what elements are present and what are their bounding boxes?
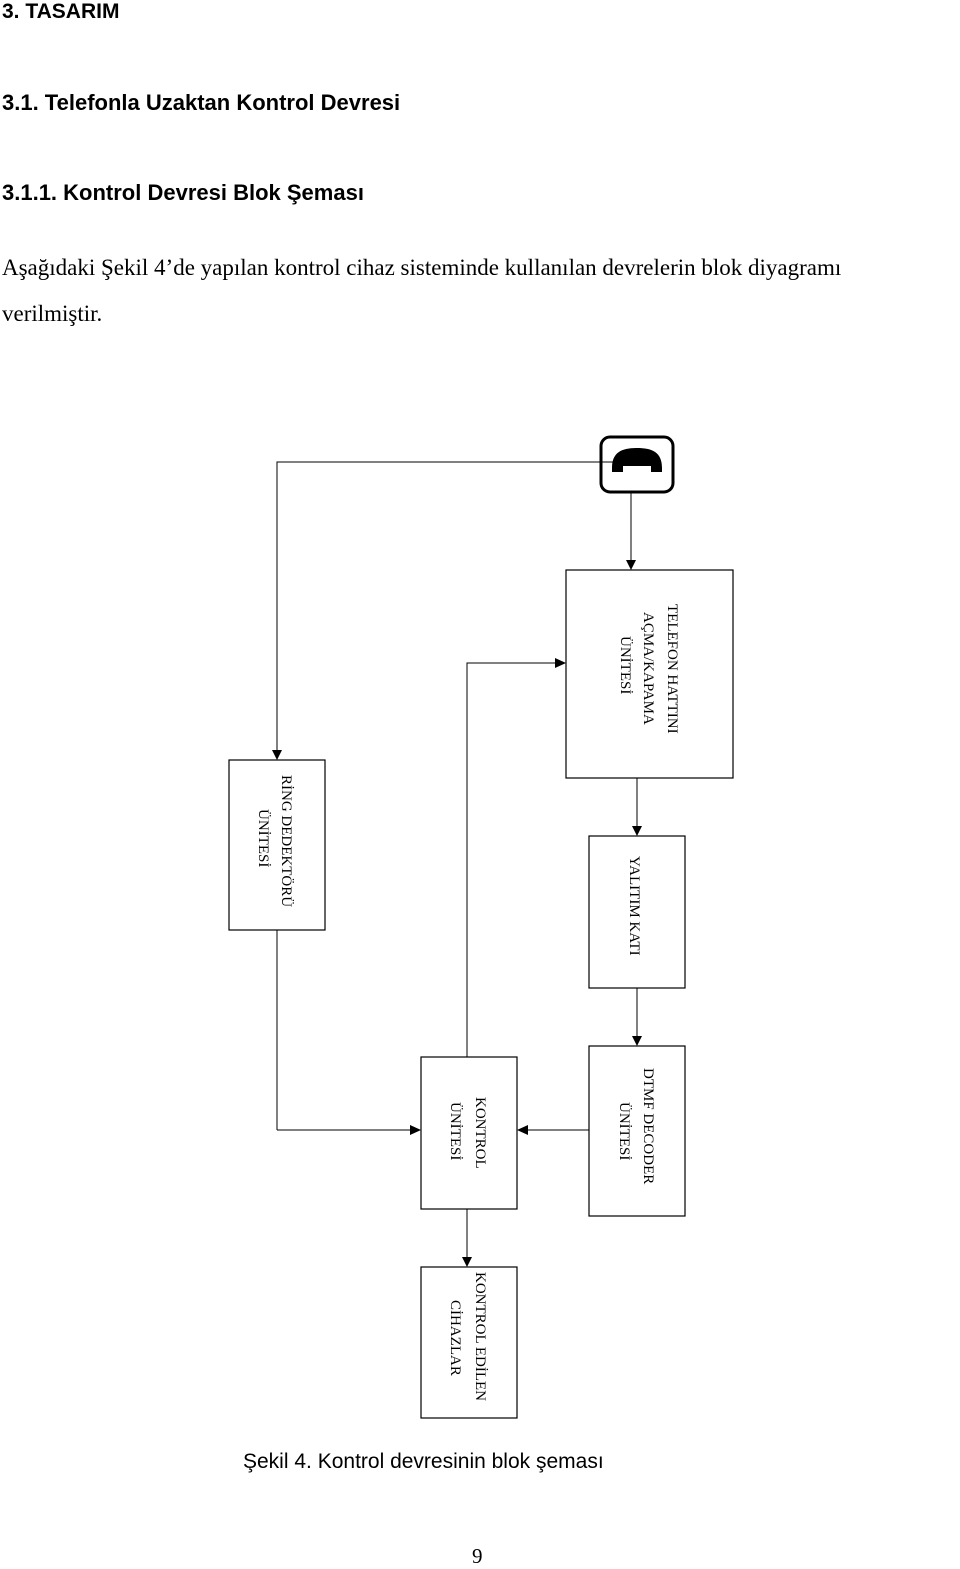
wire-kontrol-to-telefon (466, 662, 556, 1057)
ring-label-1: RİNG DEDEKTÖRÜ (278, 775, 295, 907)
ring-label-2: ÜNİTESİ (255, 809, 272, 867)
arrow-into-yalitim (632, 826, 642, 836)
telefon-label-1: TELEFON HATTINI (664, 604, 680, 734)
section-title: 3.1. Telefonla Uzaktan Kontrol Devresi (2, 90, 401, 115)
dtmf-label-2: ÜNİTESİ (616, 1102, 633, 1160)
block-ring-dedektoru: RİNG DEDEKTÖRÜ ÜNİTESİ (228, 759, 326, 931)
block-telefon-hatti: TELEFON HATTINI AÇMA/KAPAMA ÜNİTESİ (565, 569, 734, 779)
wire-loop-to-ring (276, 461, 637, 752)
block-yalitim-kati: YALITIM KATI (588, 835, 686, 989)
block-dtmf-decoder: DTMF DECODER ÜNİTESİ (588, 1045, 686, 1217)
arrow-into-dtmf (632, 1036, 642, 1046)
dtmf-label-1: DTMF DECODER (640, 1068, 656, 1184)
arrow-into-kontrol-from-dtmf (517, 1125, 528, 1135)
arrow-into-ring (272, 750, 282, 760)
block-kontrol-unitesi: KONTROL ÜNİTESİ (420, 1056, 518, 1210)
arrow-into-telefon-from-kontrol (555, 658, 566, 668)
cihazlar-label-1: KONTROL EDİLEN (472, 1272, 488, 1401)
subsection-title: 3.1.1. Kontrol Devresi Blok Şeması (2, 180, 364, 205)
cihazlar-label-2: CİHAZLAR (447, 1300, 463, 1376)
telephone-handset-icon (599, 435, 675, 494)
page-heading: 3. TASARIM (2, 0, 120, 23)
figure-caption: Şekil 4. Kontrol devresinin blok şeması (243, 1450, 604, 1473)
page-number: 9 (472, 1544, 483, 1568)
telefon-label-3: ÜNİTESİ (617, 636, 634, 694)
arrow-into-cihazlar (462, 1257, 472, 1267)
paragraph-line-2: verilmiştir. (2, 301, 103, 326)
arrow-into-telefon (626, 560, 636, 570)
arrow-into-kontrol (410, 1125, 421, 1135)
kontrol-label-1: KONTROL (472, 1097, 488, 1169)
yalitim-label-1: YALITIM KATI (626, 856, 642, 956)
paragraph-line-1: Aşağıdaki Şekil 4’de yapılan kontrol cih… (2, 255, 842, 280)
kontrol-label-2: ÜNİTESİ (447, 1102, 464, 1160)
block-kontrol-edilen-cihazlar: KONTROL EDİLEN CİHAZLAR (420, 1266, 518, 1419)
telefon-label-2: AÇMA/KAPAMA (640, 612, 656, 725)
